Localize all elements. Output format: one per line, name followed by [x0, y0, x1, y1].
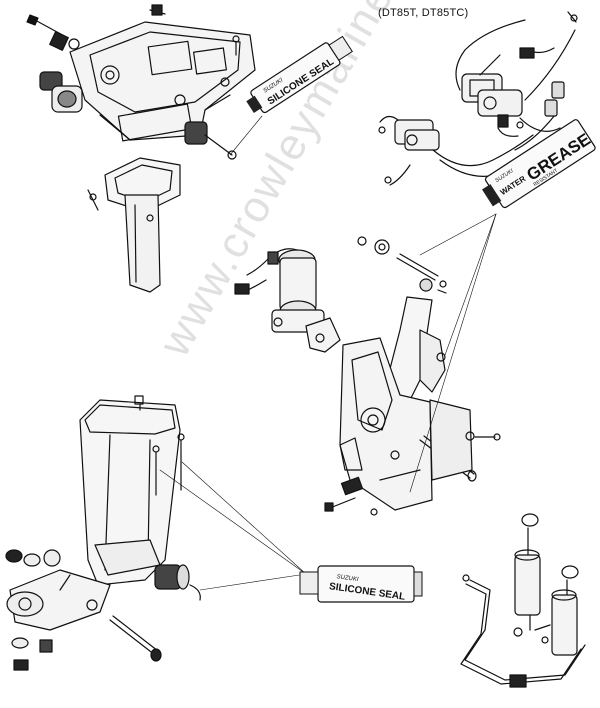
- rubber-mount-right: [184, 121, 237, 160]
- silicone-seal-tube-bottom: SUZUKI SILICONE SEAL: [299, 565, 423, 603]
- motor-bracket: [305, 317, 341, 353]
- lower-washers-nuts: [5, 549, 61, 671]
- tilt-pin-and-washers: [357, 236, 447, 294]
- lower-mount-arm: [6, 569, 111, 631]
- mount-bolt: [26, 14, 80, 51]
- rubber-mount-left: [39, 71, 83, 113]
- tilt-cylinder-right: [551, 565, 579, 656]
- lower-mount-bolt: [109, 615, 162, 662]
- model-label: (DT85T, DT85TC): [378, 7, 469, 19]
- upper-mount-plate: [69, 21, 256, 142]
- lower-mount-housing: [87, 157, 181, 293]
- tube-brand: SUZUKI: [336, 574, 359, 583]
- rubber-mount-lower: [154, 564, 201, 601]
- silicone-seal-tube-top: SUZUKI SILICONE SEAL: [246, 35, 353, 114]
- top-right-bolts: [149, 4, 240, 56]
- bracket-plate-right: [429, 399, 501, 481]
- grease-tube: SUZUKI WATER GREASE RESISTANT: [482, 119, 596, 209]
- leader-lines: [159, 115, 497, 591]
- bracket-bolt-lower: [324, 476, 378, 516]
- lower-bolts-housing: [152, 433, 185, 496]
- tilt-cylinder-left: [514, 513, 541, 631]
- relay-set: [378, 11, 578, 186]
- hydraulic-lines: [460, 574, 586, 688]
- clamp-bracket: [339, 337, 433, 511]
- drive-shaft-housing: [79, 395, 181, 586]
- tilt-motor: [234, 248, 325, 333]
